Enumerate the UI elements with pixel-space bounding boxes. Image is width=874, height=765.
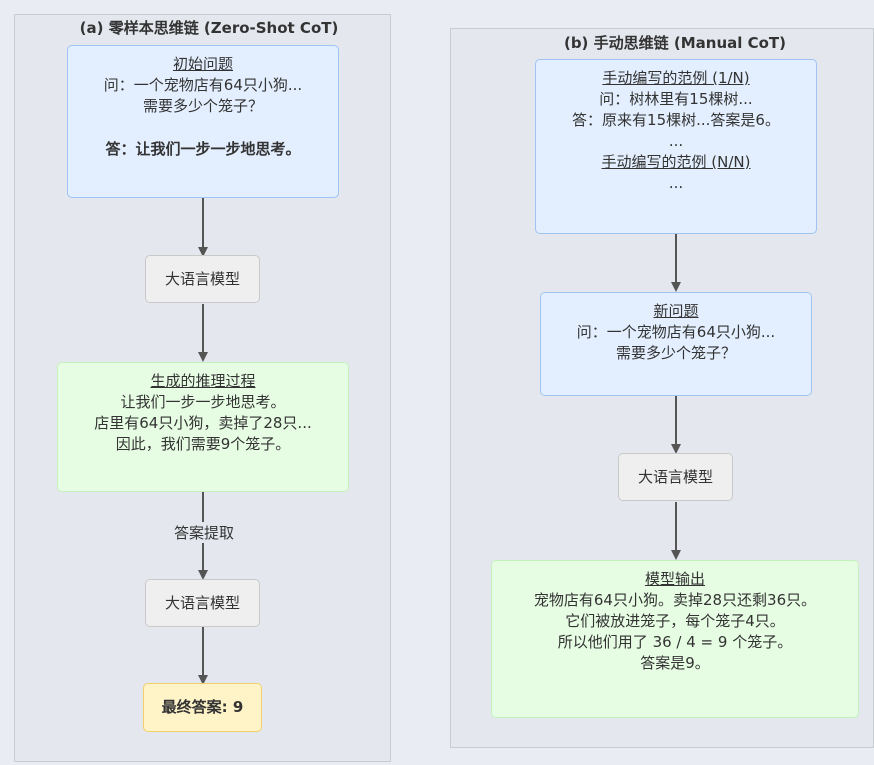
output-line: 宠物店有64只小狗。卖掉28只还剩36只。 <box>533 591 817 609</box>
reasoning-line-2: 店里有64只小狗，卖掉了28只... <box>94 414 312 432</box>
example-heading-n: 手动编写的范例 (N/N) <box>601 153 751 171</box>
output-line-3: 所以他们用了 36 / 4 = 9 个笼子。 <box>557 633 793 651</box>
new-question-heading: 新问题 <box>653 302 699 320</box>
final-answer-box: 最终答案: 9 <box>143 683 262 732</box>
output-line-2: 它们被放进笼子，每个笼子4只。 <box>565 612 785 630</box>
output-line-4: 答案是9。 <box>640 654 710 672</box>
new-question-line-2: 需要多少个笼子？ <box>615 344 736 362</box>
llm-box-2: 大语言模型 <box>145 579 260 627</box>
reasoning-heading: 生成的推理过程 <box>150 372 256 390</box>
llm-label: 大语言模型 <box>164 594 240 612</box>
example-question: 问：树林里有15棵树... <box>599 90 753 108</box>
manual-examples-box: 手动编写的范例 (1/N) 问：树林里有15棵树... 答：原来有15棵树...… <box>535 59 817 234</box>
answer-prompt: 答：让我们一步一步地思考。 <box>105 140 301 158</box>
answer-extraction-label: 答案提取 <box>162 522 246 543</box>
question-line-2: 需要多少个笼子？ <box>142 97 263 115</box>
llm-box-b: 大语言模型 <box>618 453 733 501</box>
output-heading: 模型输出 <box>644 570 705 588</box>
example-heading-1: 手动编写的范例 (1/N) <box>602 69 750 87</box>
new-question-box: 新问题 问：一个宠物店有64只小狗... 需要多少个笼子？ <box>540 292 812 396</box>
final-answer-text: 最终答案: 9 <box>161 698 244 716</box>
generated-reasoning-box: 生成的推理过程 让我们一步一步地思考。 店里有64只小狗，卖掉了28只... 因… <box>57 362 349 492</box>
reasoning-line: 让我们一步一步地思考。 <box>120 393 286 411</box>
question-line: 问：一个宠物店有64只小狗... <box>103 76 303 94</box>
llm-box-1: 大语言模型 <box>145 255 260 303</box>
example-ellipsis: ... <box>668 132 684 150</box>
panel-b-title: (b) 手动思维链 (Manual CoT) <box>563 34 787 52</box>
llm-label: 大语言模型 <box>164 270 240 288</box>
new-question-line: 问：一个宠物店有64只小狗... <box>576 323 776 341</box>
llm-label: 大语言模型 <box>637 468 713 486</box>
panel-a-title: (a) 零样本思维链 (Zero-Shot CoT) <box>79 19 339 37</box>
example-answer: 答：原来有15棵树...答案是6。 <box>572 111 780 129</box>
example-ellipsis-2: ... <box>668 174 684 192</box>
reasoning-line-3: 因此，我们需要9个笼子。 <box>115 435 291 453</box>
initial-question-heading: 初始问题 <box>172 55 233 73</box>
model-output-box: 模型输出 宠物店有64只小狗。卖掉28只还剩36只。 它们被放进笼子，每个笼子4… <box>491 560 859 718</box>
initial-question-box: 初始问题 问：一个宠物店有64只小狗... 需要多少个笼子？ 答：让我们一步一步… <box>67 45 339 198</box>
